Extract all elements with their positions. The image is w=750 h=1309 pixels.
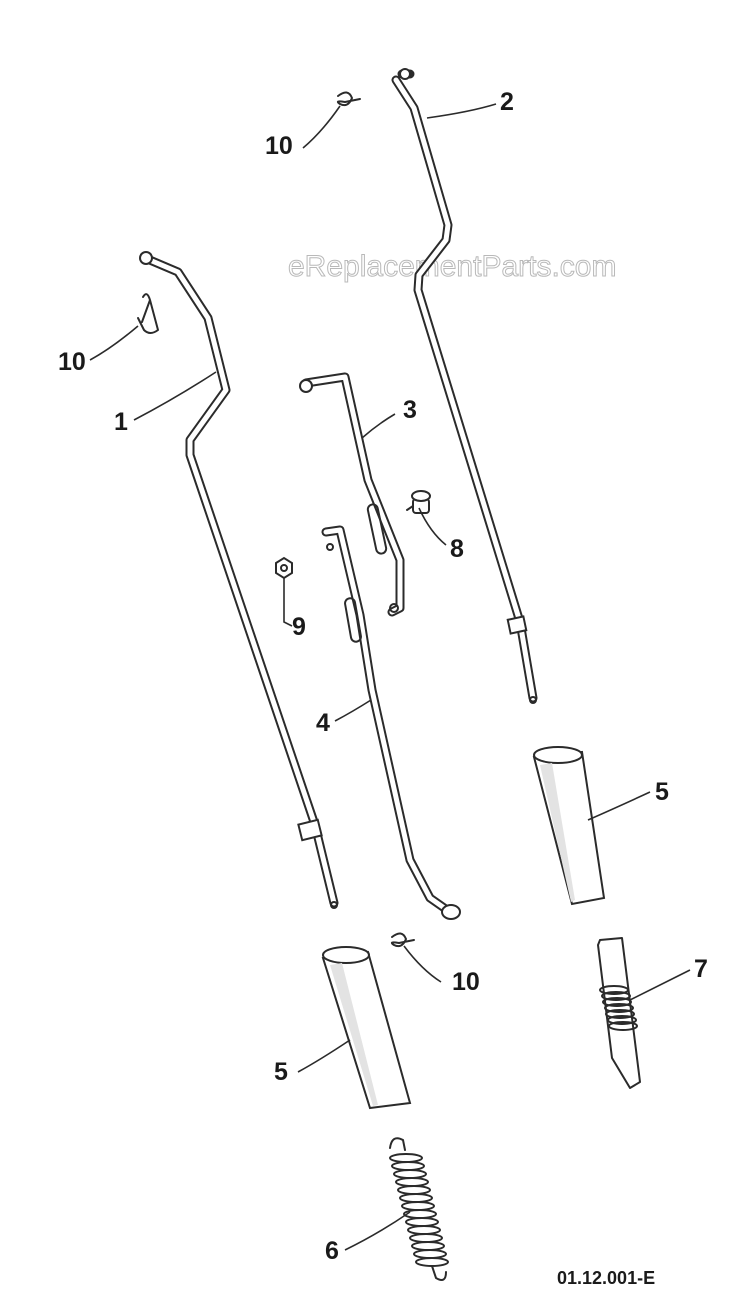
part-9-nut (275, 556, 293, 580)
callout-7: 7 (694, 955, 708, 983)
callout-10-bottom: 10 (452, 968, 480, 996)
callout-1: 1 (114, 408, 128, 436)
part-5-grip-right (532, 746, 606, 906)
part-10-hairpin-left (137, 293, 159, 334)
diagram-code: 01.12.001-E (557, 1268, 655, 1288)
watermark: eReplacementParts.com (288, 250, 616, 283)
leader-lines (89, 103, 691, 1251)
part-6-spring (389, 1137, 449, 1281)
callout-10-top: 10 (265, 132, 293, 160)
part-5-grip-left (321, 946, 412, 1110)
part-10-hairpin-top (336, 91, 361, 107)
callout-3: 3 (403, 396, 417, 424)
part-7-spring (597, 937, 641, 1089)
callout-5-right: 5 (655, 778, 669, 806)
callout-8: 8 (450, 535, 464, 563)
callout-4: 4 (316, 709, 330, 737)
part-4-lever (321, 525, 461, 920)
callout-2: 2 (500, 88, 514, 116)
callout-6: 6 (325, 1237, 339, 1265)
callout-9: 9 (292, 613, 306, 641)
callout-5-left: 5 (274, 1058, 288, 1086)
part-3-link (299, 372, 405, 617)
part-10-hairpin-bottom (390, 932, 415, 948)
part-1-rod (139, 251, 339, 909)
callout-10-left: 10 (58, 348, 86, 376)
part-2-rod (391, 68, 538, 704)
part-8-bolt (406, 490, 431, 514)
